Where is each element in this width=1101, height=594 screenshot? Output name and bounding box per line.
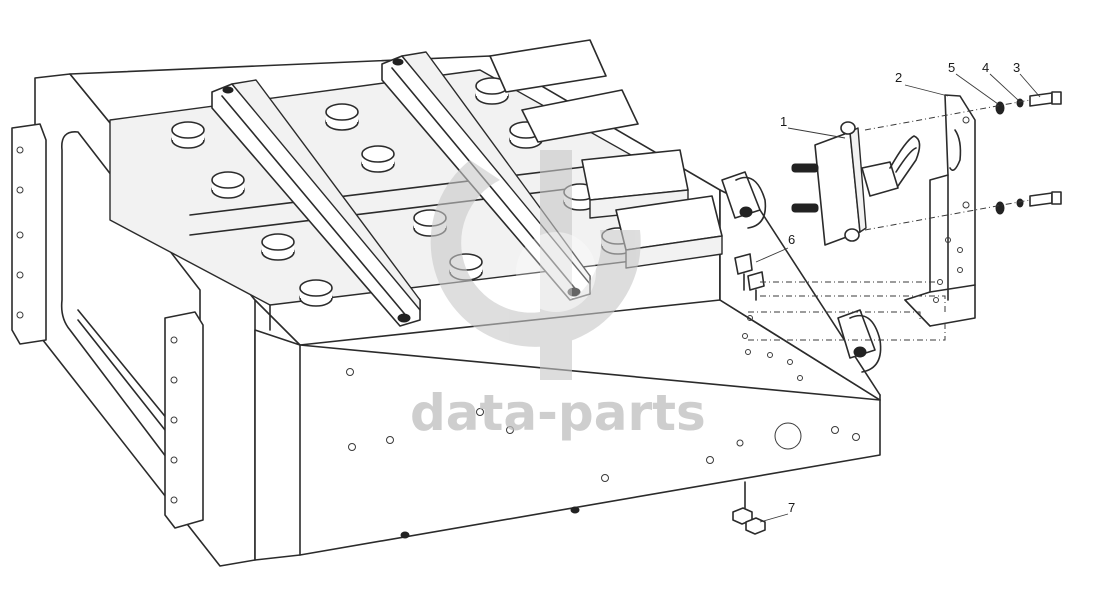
callout-2: 2 [895, 70, 949, 97]
svg-text:4: 4 [982, 60, 989, 75]
part-4-spring-washers [1016, 98, 1024, 208]
part-3-bolts [1029, 91, 1062, 207]
part-7-nuts [400, 481, 766, 539]
data-parts-logo-icon [430, 150, 641, 380]
callout-4: 4 [982, 60, 1019, 101]
watermark: data-parts [410, 150, 706, 442]
side-panel-holes [346, 315, 860, 482]
callout-3: 3 [1013, 60, 1041, 98]
part-5-flat-washers [995, 101, 1005, 215]
svg-text:3: 3 [1013, 60, 1020, 75]
assembly-centerlines [748, 99, 1031, 341]
svg-text:6: 6 [788, 232, 795, 247]
svg-text:2: 2 [895, 70, 902, 85]
svg-text:1: 1 [780, 114, 787, 129]
part-2-mounting-bracket [904, 94, 976, 327]
callout-5: 5 [948, 60, 999, 105]
part-6-screws [734, 253, 765, 301]
hold-down-rail-left [211, 79, 421, 327]
flange-holes [16, 146, 178, 504]
callout-6: 6 [755, 232, 795, 263]
latch-upper [721, 171, 767, 229]
svg-text:7: 7 [788, 500, 795, 515]
terminal-covers [489, 39, 723, 269]
part-1-disconnect-switch [791, 121, 921, 246]
callout-7: 7 [759, 500, 795, 523]
callouts: 1 2 3 4 5 6 7 [755, 60, 1041, 523]
watermark-text: data-parts [410, 384, 706, 442]
svg-text:5: 5 [948, 60, 955, 75]
callout-1: 1 [780, 114, 846, 139]
